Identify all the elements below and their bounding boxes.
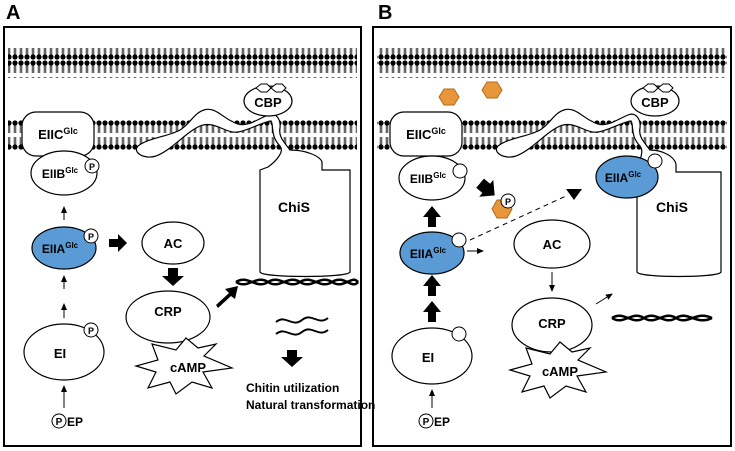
ac-label-b: AC	[543, 237, 562, 252]
thin-arrow-dna-b	[595, 293, 613, 305]
cbp-label-b: CBP	[641, 95, 669, 110]
bold-arrows-a	[109, 234, 303, 367]
camp-label-a: cAMP	[170, 360, 206, 375]
eiib-a	[30, 150, 98, 196]
panel-a-letter: A	[6, 2, 21, 24]
crp-label-a: CRP	[154, 304, 182, 319]
svg-text:P: P	[505, 197, 511, 207]
site-eiia-chis-b	[647, 153, 663, 169]
eiib-label-a: EIIBGlc	[42, 166, 79, 181]
crp-label-b: CRP	[538, 316, 566, 331]
ei-label-a: EI	[54, 346, 66, 361]
svg-text:P: P	[88, 232, 94, 242]
ei-b	[391, 327, 473, 385]
bold-arrows-b	[423, 178, 495, 322]
dna-a	[235, 278, 359, 336]
sugar-2-b	[481, 81, 503, 99]
pep-label-a: EP	[67, 415, 83, 429]
site-eiia-b	[451, 232, 467, 248]
phospho-eiia-a	[83, 228, 99, 244]
chis-label-b: ChiS	[656, 199, 688, 215]
eiic-label-a: EIICGlc	[38, 126, 78, 142]
svg-text:P: P	[89, 162, 95, 172]
ac-label-a: AC	[164, 236, 183, 251]
site-eiib-b	[452, 163, 468, 179]
eiia-a	[31, 226, 97, 270]
panel-b-frame	[372, 26, 732, 447]
svg-text:P: P	[423, 417, 430, 428]
triangle-marker-b	[566, 189, 582, 200]
svg-text:P: P	[56, 417, 63, 428]
outer-membrane-a	[8, 48, 357, 78]
site-ei-b	[451, 326, 467, 342]
phospho-ei-a	[83, 322, 99, 338]
camp-a	[133, 337, 235, 395]
chis-complex-b: CBP EIIAGlc ChiS	[495, 83, 722, 278]
panel-a-frame	[3, 26, 362, 447]
eiib-label-b: EIIBGlc	[410, 171, 447, 186]
sugar-1-b	[438, 88, 460, 106]
panel-b: CBP EIIAGlc ChiS EIICGlc EIIBGlc P EIIAG…	[372, 26, 732, 447]
outcome-1-a: Chitin utilization	[246, 381, 339, 395]
phospho-sugar-b	[500, 193, 516, 209]
camp-b	[507, 341, 609, 399]
eiib-b	[398, 155, 466, 201]
outcome-2-a: Natural transformation	[246, 398, 375, 412]
dna-b	[611, 314, 713, 322]
ac-a	[141, 221, 205, 265]
ac-b	[513, 219, 591, 269]
pep-phospho-b	[418, 413, 434, 429]
chis-complex-a: CBP ChiS	[135, 83, 351, 278]
eiia-b	[399, 231, 465, 275]
eiic-label-b: EIICGlc	[406, 126, 446, 142]
panel-b-letter: B	[378, 2, 393, 24]
eiia-label-a: EIIAGlc	[42, 241, 79, 256]
pep-label-b: EP	[434, 415, 450, 429]
crp-a	[125, 290, 211, 344]
ei-label-b: EI	[422, 350, 434, 365]
eiia-chis-label-b: EIIAGlc	[605, 170, 642, 185]
phospho-eiib-a	[84, 158, 100, 174]
ei-a	[23, 323, 105, 381]
svg-text:P: P	[88, 326, 94, 336]
eiia-label-b: EIIAGlc	[410, 246, 447, 261]
pep-phospho-a	[51, 413, 67, 429]
outer-membrane-b	[377, 48, 727, 78]
cbp-label-a: CBP	[254, 95, 282, 110]
eiia-on-chis-b	[595, 155, 659, 199]
panel-a: CBP ChiS EIICGlc EIIBGlc P EIIAGlc P EI …	[3, 26, 375, 447]
chis-label-a: ChiS	[278, 199, 310, 215]
camp-label-b: cAMP	[542, 364, 578, 379]
